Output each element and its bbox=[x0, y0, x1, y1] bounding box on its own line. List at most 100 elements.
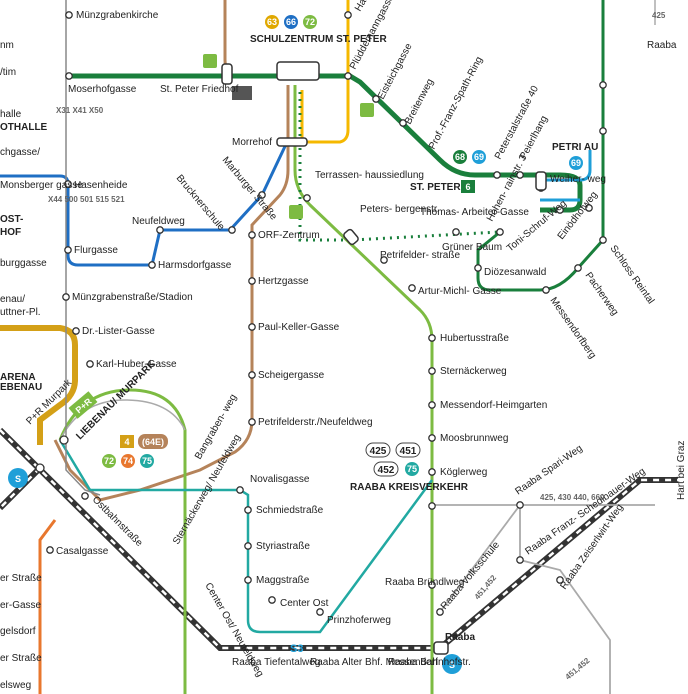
stop-marker[interactable] bbox=[452, 228, 460, 236]
school-icon bbox=[203, 54, 217, 68]
stop-marker[interactable] bbox=[493, 171, 501, 179]
bus-75-line bbox=[58, 439, 434, 634]
stop-marker[interactable] bbox=[65, 11, 73, 19]
label-moserhofgasse: Moserhofgasse bbox=[68, 84, 137, 95]
stop-marker[interactable] bbox=[258, 191, 266, 199]
svg-text:gelsdorf: gelsdorf bbox=[0, 626, 36, 637]
badge-75-raaba: 75 bbox=[407, 464, 417, 474]
svg-text:elsweg: elsweg bbox=[0, 680, 31, 691]
st-peter-friedhof-box[interactable] bbox=[221, 63, 233, 85]
stop-marker[interactable] bbox=[344, 11, 352, 19]
stop-marker[interactable] bbox=[46, 546, 54, 554]
stop-marker[interactable] bbox=[248, 231, 256, 239]
stop-marker[interactable] bbox=[344, 72, 352, 80]
stop-marker[interactable] bbox=[496, 228, 504, 236]
stop-marker[interactable] bbox=[248, 277, 256, 285]
stop-marker[interactable] bbox=[556, 206, 564, 214]
badge-425: 425 bbox=[370, 446, 387, 457]
svg-text:HOF: HOF bbox=[0, 227, 21, 238]
label-gruener-baum: Grüner Baum bbox=[442, 242, 502, 253]
label-pacherweg: Pacherweg bbox=[583, 270, 621, 317]
stop-marker[interactable] bbox=[81, 492, 89, 500]
svg-text:burggasse: burggasse bbox=[0, 258, 47, 269]
label-st-peter: ST. PETER bbox=[410, 182, 461, 193]
stop-marker[interactable] bbox=[62, 293, 70, 301]
raaba-station-box[interactable] bbox=[433, 641, 449, 655]
terrassen-box[interactable] bbox=[343, 228, 360, 246]
stop-marker[interactable] bbox=[556, 576, 564, 584]
label-messendorf-heimgarten: Messendorf-Heimgarten bbox=[440, 400, 547, 411]
stop-marker[interactable] bbox=[148, 261, 156, 269]
svg-text:chgasse/: chgasse/ bbox=[0, 147, 40, 158]
s-bahn-icon-raaba bbox=[442, 654, 462, 674]
badge-4: 4 bbox=[124, 437, 129, 447]
stop-marker[interactable] bbox=[35, 463, 45, 473]
bus-68-line bbox=[476, 0, 605, 292]
svg-text:Raaba: Raaba bbox=[647, 40, 677, 51]
badge-68: 68 bbox=[455, 152, 465, 162]
stop-marker[interactable] bbox=[372, 95, 380, 103]
stop-marker[interactable] bbox=[599, 81, 607, 89]
stop-marker[interactable] bbox=[244, 576, 252, 584]
stop-marker[interactable] bbox=[474, 264, 482, 272]
stop-marker[interactable] bbox=[599, 236, 607, 244]
stop-marker[interactable] bbox=[156, 226, 164, 234]
label-center-ost: Center Ost bbox=[280, 598, 329, 609]
stop-marker[interactable] bbox=[244, 506, 252, 514]
stop-marker[interactable] bbox=[399, 119, 407, 127]
weiherweg-box[interactable] bbox=[535, 171, 547, 191]
stop-marker[interactable] bbox=[428, 502, 436, 510]
svg-text:/tim: /tim bbox=[0, 67, 16, 78]
label-raaba: Raaba bbox=[445, 632, 475, 643]
label-spath-ring: Prof.-Franz-Spath-Ring bbox=[427, 55, 485, 151]
schulzentrum-station-box[interactable] bbox=[276, 61, 320, 81]
morrehof-box[interactable] bbox=[276, 137, 308, 147]
stop-marker[interactable] bbox=[516, 171, 524, 179]
stop-marker[interactable] bbox=[303, 194, 311, 202]
stop-marker[interactable] bbox=[516, 556, 524, 564]
label-karl-huber: Karl-Huber-Gasse bbox=[96, 359, 177, 370]
badge-72: 72 bbox=[305, 17, 315, 27]
stop-marker[interactable] bbox=[574, 264, 582, 272]
stop-marker[interactable] bbox=[428, 334, 436, 342]
stop-marker[interactable] bbox=[428, 367, 436, 375]
label-petersbergenstr: Peters- bergenstr. bbox=[360, 204, 439, 215]
label-prinzhoferweg: Prinzhoferweg bbox=[327, 615, 391, 626]
tram-6-badge bbox=[461, 180, 475, 193]
stop-marker[interactable] bbox=[268, 596, 276, 604]
stop-marker[interactable] bbox=[542, 286, 550, 294]
stop-marker[interactable] bbox=[59, 435, 69, 445]
stop-marker[interactable] bbox=[248, 371, 256, 379]
stop-marker[interactable] bbox=[408, 284, 416, 292]
s-bahn-icon-letter: S bbox=[15, 474, 21, 484]
label-terrassenhaussiedlung: Terrassen- haussiedlung bbox=[315, 170, 424, 181]
svg-text:451,452: 451,452 bbox=[564, 656, 592, 682]
s-bahn-icon-raaba-letter: S bbox=[449, 660, 455, 670]
stop-marker[interactable] bbox=[248, 323, 256, 331]
svg-text:OST-: OST- bbox=[0, 214, 23, 225]
label-ostbahnstrasse: Ostbahnstraße bbox=[90, 494, 145, 549]
stop-marker[interactable] bbox=[244, 542, 252, 550]
stop-marker[interactable] bbox=[436, 608, 444, 616]
stop-marker[interactable] bbox=[428, 434, 436, 442]
stop-marker[interactable] bbox=[428, 401, 436, 409]
stop-marker[interactable] bbox=[380, 256, 388, 264]
stop-marker[interactable] bbox=[248, 418, 256, 426]
stop-marker[interactable] bbox=[65, 72, 73, 80]
stop-marker[interactable] bbox=[228, 226, 236, 234]
stop-marker[interactable] bbox=[64, 180, 72, 188]
stop-marker[interactable] bbox=[316, 608, 324, 616]
stop-marker[interactable] bbox=[599, 127, 607, 135]
stop-marker[interactable] bbox=[516, 501, 524, 509]
stop-marker[interactable] bbox=[236, 486, 244, 494]
stop-marker[interactable] bbox=[86, 360, 94, 368]
bus-63-line bbox=[300, 0, 350, 144]
label-raaba-bahnhofstr: Raaba Bahnhofstr. bbox=[388, 657, 471, 668]
stop-marker[interactable] bbox=[72, 327, 80, 335]
stop-marker[interactable] bbox=[585, 204, 593, 212]
stop-marker[interactable] bbox=[428, 468, 436, 476]
label-artur-michl: Artur-Michl- Gasse bbox=[418, 286, 502, 297]
bus-69-line bbox=[540, 150, 592, 202]
stop-marker[interactable] bbox=[64, 246, 72, 254]
stop-marker[interactable] bbox=[428, 581, 436, 589]
